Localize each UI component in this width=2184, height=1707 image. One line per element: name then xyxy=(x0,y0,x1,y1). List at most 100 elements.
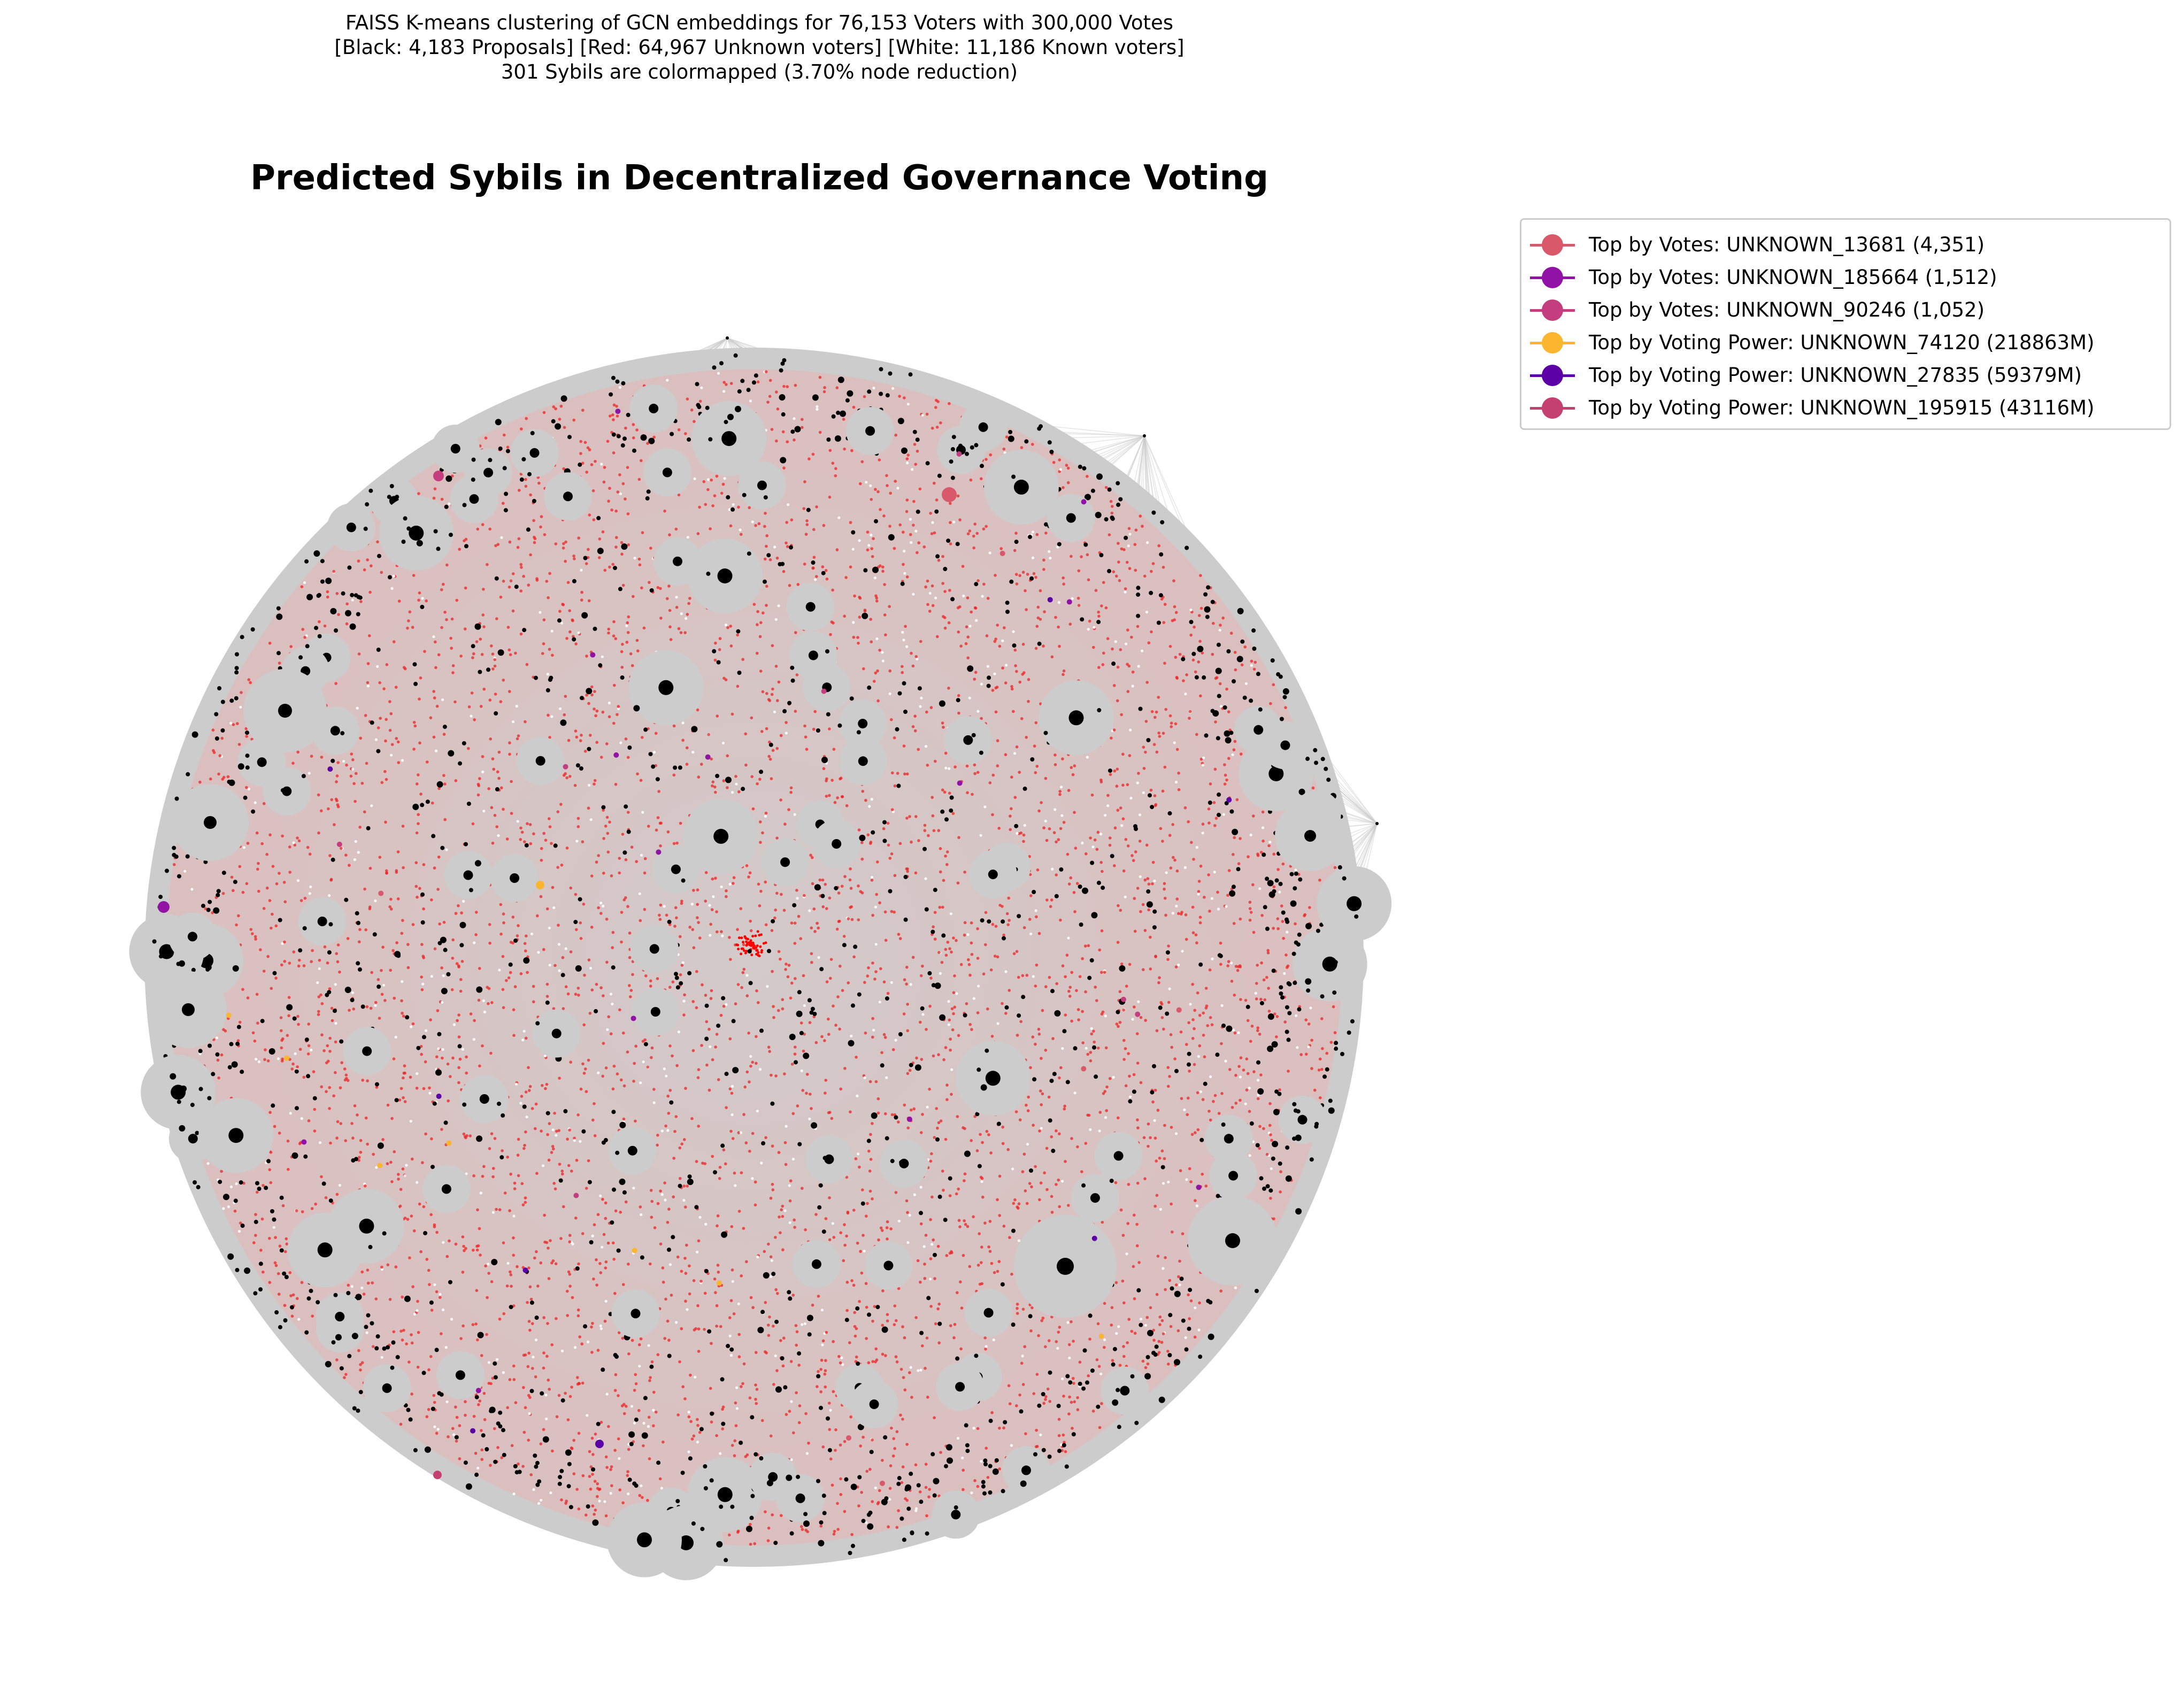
unknown-voter-node xyxy=(957,1034,960,1037)
unknown-voter-node xyxy=(965,764,969,768)
unknown-voter-node xyxy=(1153,1088,1157,1092)
unknown-voter-node xyxy=(396,850,400,854)
unknown-voter-node xyxy=(759,621,763,625)
unknown-voter-node xyxy=(791,1112,795,1116)
unknown-voter-node xyxy=(280,1029,283,1033)
unknown-voter-node xyxy=(425,1415,429,1418)
unknown-voter-node xyxy=(921,1113,924,1116)
unknown-voter-node xyxy=(679,821,682,825)
unknown-voter-node xyxy=(328,854,332,857)
known-voter-node xyxy=(909,983,912,986)
unknown-voter-node xyxy=(528,1285,532,1289)
known-voter-node xyxy=(1237,1031,1240,1034)
unknown-voter-node xyxy=(1109,499,1113,503)
unknown-voter-node xyxy=(910,1396,913,1399)
unknown-voter-node xyxy=(729,958,732,961)
unknown-voter-node xyxy=(558,418,562,421)
unknown-voter-node xyxy=(716,1224,719,1228)
known-voter-node xyxy=(1090,1027,1093,1030)
unknown-voter-node xyxy=(1163,882,1166,885)
unknown-voter-node xyxy=(1058,1205,1061,1209)
unknown-voter-node xyxy=(638,563,642,566)
unknown-voter-node xyxy=(1135,1244,1139,1248)
unknown-voter-node xyxy=(585,1090,588,1093)
unknown-voter-node xyxy=(462,1244,465,1248)
unknown-voter-node xyxy=(617,1394,620,1397)
unknown-voter-node xyxy=(1132,1265,1135,1268)
unknown-voter-node xyxy=(590,926,594,929)
unknown-voter-node xyxy=(1081,1041,1085,1044)
unknown-voter-node xyxy=(894,1319,898,1322)
unknown-voter-node xyxy=(745,994,749,997)
unknown-voter-node xyxy=(499,903,503,906)
unknown-voter-node xyxy=(825,1331,828,1334)
unknown-voter-node xyxy=(948,1251,952,1255)
unknown-voter-node xyxy=(718,1177,721,1180)
unknown-voter-node xyxy=(1017,1202,1021,1205)
unknown-voter-node xyxy=(628,932,632,935)
unknown-voter-node xyxy=(888,605,891,608)
unknown-voter-node xyxy=(554,542,558,545)
unknown-voter-node xyxy=(566,992,570,996)
unknown-voter-node xyxy=(425,1258,429,1261)
unknown-voter-node xyxy=(1108,1077,1112,1080)
unknown-voter-node xyxy=(1050,1195,1053,1198)
unknown-voter-node xyxy=(1239,837,1242,840)
unknown-voter-node xyxy=(254,1213,257,1216)
unknown-voter-node xyxy=(737,1355,741,1358)
unknown-voter-node xyxy=(1269,1196,1272,1200)
unknown-voter-node xyxy=(867,1149,871,1153)
unknown-voter-node xyxy=(986,1475,990,1479)
known-voter-node xyxy=(297,1318,301,1321)
unknown-voter-node xyxy=(915,1056,918,1060)
unknown-voter-node xyxy=(916,551,919,555)
known-voter-node xyxy=(728,882,732,886)
unknown-voter-node xyxy=(934,406,937,409)
unknown-voter-node xyxy=(527,1351,530,1355)
unknown-voter-node xyxy=(474,933,478,936)
unknown-voter-node xyxy=(1019,1020,1022,1024)
known-voter-node xyxy=(600,463,603,466)
unknown-voter-node xyxy=(924,1234,928,1237)
unknown-voter-node xyxy=(626,1470,629,1473)
unknown-voter-node xyxy=(1193,1027,1196,1031)
unknown-voter-node xyxy=(948,1018,951,1022)
unknown-voter-node xyxy=(1303,914,1306,918)
unknown-voter-node xyxy=(836,995,840,998)
unknown-voter-node xyxy=(1052,460,1056,464)
unknown-voter-node xyxy=(832,1236,836,1239)
unknown-voter-node xyxy=(662,1440,665,1444)
unknown-voter-node xyxy=(914,655,918,658)
unknown-voter-node xyxy=(266,955,270,958)
unknown-voter-node xyxy=(288,871,291,874)
known-voter-node xyxy=(764,814,767,818)
unknown-voter-node xyxy=(973,763,976,767)
unknown-voter-node xyxy=(652,1088,656,1091)
unknown-voter-node xyxy=(804,533,808,536)
unknown-voter-node xyxy=(683,1138,686,1141)
known-voter-node xyxy=(482,810,486,813)
unknown-voter-node xyxy=(435,1432,439,1435)
unknown-voter-node xyxy=(656,586,660,589)
unknown-voter-node xyxy=(578,1335,581,1339)
unknown-voter-node xyxy=(1187,1021,1190,1025)
unknown-voter-node xyxy=(376,726,380,729)
unknown-voter-node xyxy=(278,1293,281,1296)
unknown-voter-node xyxy=(514,651,517,655)
unknown-voter-node xyxy=(833,1529,836,1533)
unknown-voter-node xyxy=(894,1355,898,1358)
unknown-voter-node xyxy=(358,928,362,931)
unknown-voter-node xyxy=(291,762,295,765)
unknown-voter-node xyxy=(263,970,266,973)
unknown-voter-node xyxy=(396,740,400,744)
unknown-voter-node xyxy=(594,1509,597,1512)
known-voter-node xyxy=(303,581,306,585)
unknown-voter-node xyxy=(767,1526,771,1530)
unknown-voter-node xyxy=(870,640,873,643)
unknown-voter-node xyxy=(381,945,384,949)
unknown-voter-node xyxy=(906,1211,909,1214)
unknown-voter-node xyxy=(1020,1362,1024,1365)
unknown-voter-node xyxy=(1175,676,1179,680)
unknown-voter-node xyxy=(911,725,915,728)
unknown-voter-node xyxy=(696,903,699,906)
